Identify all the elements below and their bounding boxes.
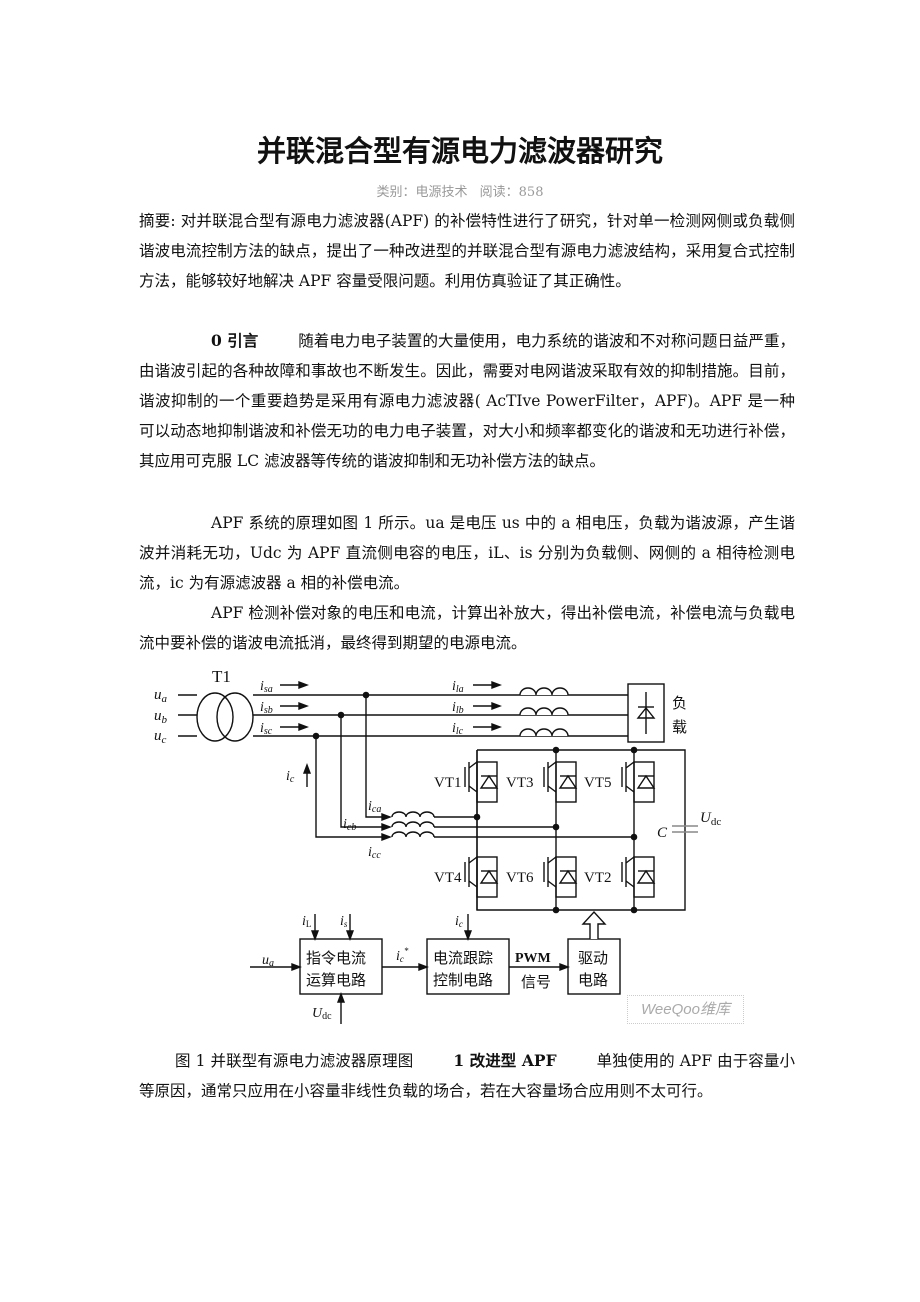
svg-text:Udc: Udc <box>700 810 721 828</box>
svg-text:ilb: ilb <box>452 700 464 716</box>
watermark-logo: WeeQoo维库 <box>627 995 744 1024</box>
svg-text:驱动: 驱动 <box>578 950 608 967</box>
svg-text:电流跟踪: 电流跟踪 <box>433 950 493 967</box>
svg-text:ila: ila <box>452 679 464 695</box>
section1-text: 单独使用的 APF 由于容量小等原因，通常只应用在小容量非线性负载的场合，若在大… <box>139 1052 796 1100</box>
svg-text:ic*: ic* <box>396 946 409 964</box>
svg-text:ua: ua <box>154 687 168 705</box>
svg-text:uc: uc <box>154 728 167 746</box>
svg-text:ilc: ilc <box>452 721 464 737</box>
svg-text:isb: isb <box>260 700 273 716</box>
intro-heading: 0 引言 <box>211 331 259 350</box>
reference-current-block <box>299 938 383 995</box>
svg-text:VT2: VT2 <box>584 870 612 886</box>
apf-inductors-icon <box>391 811 435 838</box>
svg-text:PWM: PWM <box>515 951 551 966</box>
svg-text:is: is <box>340 914 348 929</box>
svg-text:VT3: VT3 <box>506 775 534 791</box>
svg-text:ica: ica <box>368 799 381 815</box>
svg-text:ic: ic <box>455 914 463 929</box>
capacitor-icon <box>672 825 698 833</box>
svg-text:VT5: VT5 <box>584 775 612 791</box>
svg-text:VT1: VT1 <box>434 775 462 791</box>
current-tracking-block <box>426 938 510 995</box>
abstract-paragraph: 摘要: 对并联混合型有源电力滤波器(APF) 的补偿特性进行了研究，针对单一检测… <box>139 212 795 290</box>
svg-text:运算电路: 运算电路 <box>306 971 366 989</box>
svg-text:C: C <box>657 825 668 841</box>
svg-text:isc: isc <box>260 721 273 737</box>
svg-text:icc: icc <box>368 845 381 861</box>
article-meta: 类别：电源技术 阅读：858 <box>0 181 920 200</box>
source-labels: ua ub uc <box>154 687 168 746</box>
rectifier-icon <box>636 692 656 734</box>
drive-signal-arrow <box>581 910 607 939</box>
compensation-paragraph: APF 检测补偿对象的电压和电流，计算出补放大，得出补偿电流，补偿电流与负载电流… <box>139 604 795 652</box>
transformer-icon <box>196 692 254 742</box>
svg-text:ic: ic <box>286 769 295 785</box>
svg-text:iL: iL <box>302 914 311 929</box>
reads-count: 阅读：858 <box>479 185 544 200</box>
svg-text:载: 载 <box>672 719 687 736</box>
svg-text:VT6: VT6 <box>506 870 534 886</box>
svg-text:VT4: VT4 <box>434 870 462 886</box>
svg-text:负: 负 <box>672 695 687 712</box>
svg-text:ub: ub <box>154 708 168 726</box>
intro-paragraph: 0 引言随着电力电子装置的大量使用，电力系统的谐波和不对称问题日益严重，由谐波引… <box>139 326 795 476</box>
svg-text:指令电流: 指令电流 <box>306 950 366 967</box>
svg-text:控制电路: 控制电路 <box>433 972 493 989</box>
current-arrows <box>280 680 502 732</box>
switch-labels: VT1 VT3 VT5 VT4 VT6 VT2 <box>434 775 612 886</box>
figure-caption: 图 1 并联型有源电力滤波器原理图 <box>175 1052 414 1070</box>
svg-text:Udc: Udc <box>312 1006 332 1022</box>
article-title: 并联混合型有源电力滤波器研究 <box>256 134 663 168</box>
svg-text:isa: isa <box>260 679 273 695</box>
transformer-label: T1 <box>212 667 231 686</box>
circuit-figure: ua ub uc T1 isa isb isc ila ilb ilc <box>150 662 750 1032</box>
category-label: 类别：电源技术 <box>376 185 468 200</box>
igbt-switches-icon <box>464 761 656 898</box>
intro-text: 随着电力电子装置的大量使用，电力系统的谐波和不对称问题日益严重，由谐波引起的各种… <box>139 332 795 470</box>
principle-paragraph: APF 系统的原理如图 1 所示。ua 是电压 us 中的 a 相电压，负载为谐… <box>139 514 795 592</box>
svg-text:icb: icb <box>343 817 356 833</box>
section1-heading: 1 改进型 APF <box>453 1051 557 1070</box>
svg-text:信号: 信号 <box>521 974 551 991</box>
driver-block <box>567 938 621 995</box>
svg-text:ua: ua <box>262 953 274 969</box>
load-inductors-icon <box>519 687 569 737</box>
svg-text:电路: 电路 <box>578 972 608 989</box>
